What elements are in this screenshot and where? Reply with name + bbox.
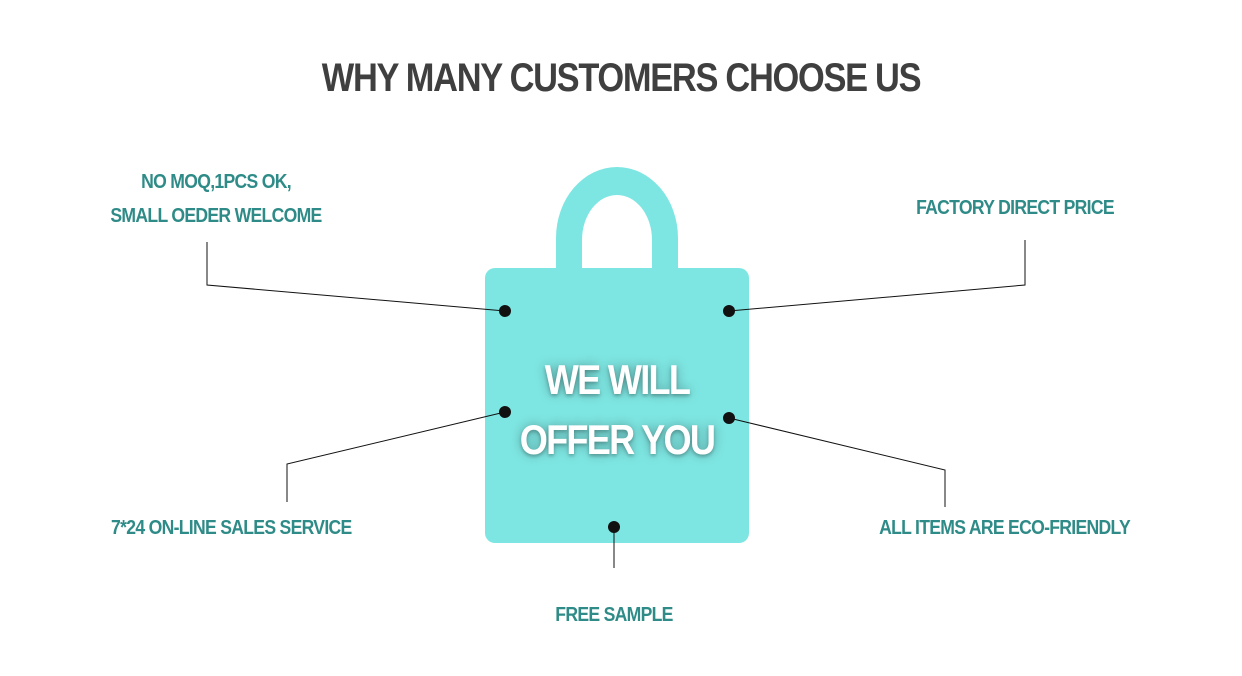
- feature-eco: ALL ITEMS ARE ECO-FRIENDLY: [879, 517, 1131, 539]
- connector-moq: [206, 242, 506, 312]
- feature-price: FACTORY DIRECT PRICE: [916, 197, 1115, 219]
- dot-sample: [608, 521, 620, 533]
- dot-price: [723, 305, 735, 317]
- center-line-1: WE WILL: [544, 356, 691, 403]
- connector-eco: [728, 417, 946, 507]
- dot-service: [499, 406, 511, 418]
- bag-body: [485, 268, 749, 543]
- dot-eco: [723, 412, 735, 424]
- feature-moq: NO MOQ,1PCS OK, SMALL OEDER WELCOME: [110, 165, 322, 233]
- page-title: WHY MANY CUSTOMERS CHOOSE US: [321, 56, 922, 100]
- feature-sample: FREE SAMPLE: [555, 604, 673, 626]
- feature-service: 7*24 ON-LINE SALES SERVICE: [111, 517, 352, 539]
- connector-price: [728, 240, 1026, 312]
- feature-moq-line-2: SMALL OEDER WELCOME: [110, 205, 322, 227]
- dot-moq: [499, 305, 511, 317]
- feature-moq-line-1: NO MOQ,1PCS OK,: [141, 171, 292, 193]
- connector-service: [286, 411, 506, 502]
- center-line-2: OFFER YOU: [519, 416, 716, 463]
- bag-center-text: WE WILL OFFER YOU: [485, 350, 749, 470]
- bag-handle: [556, 167, 678, 272]
